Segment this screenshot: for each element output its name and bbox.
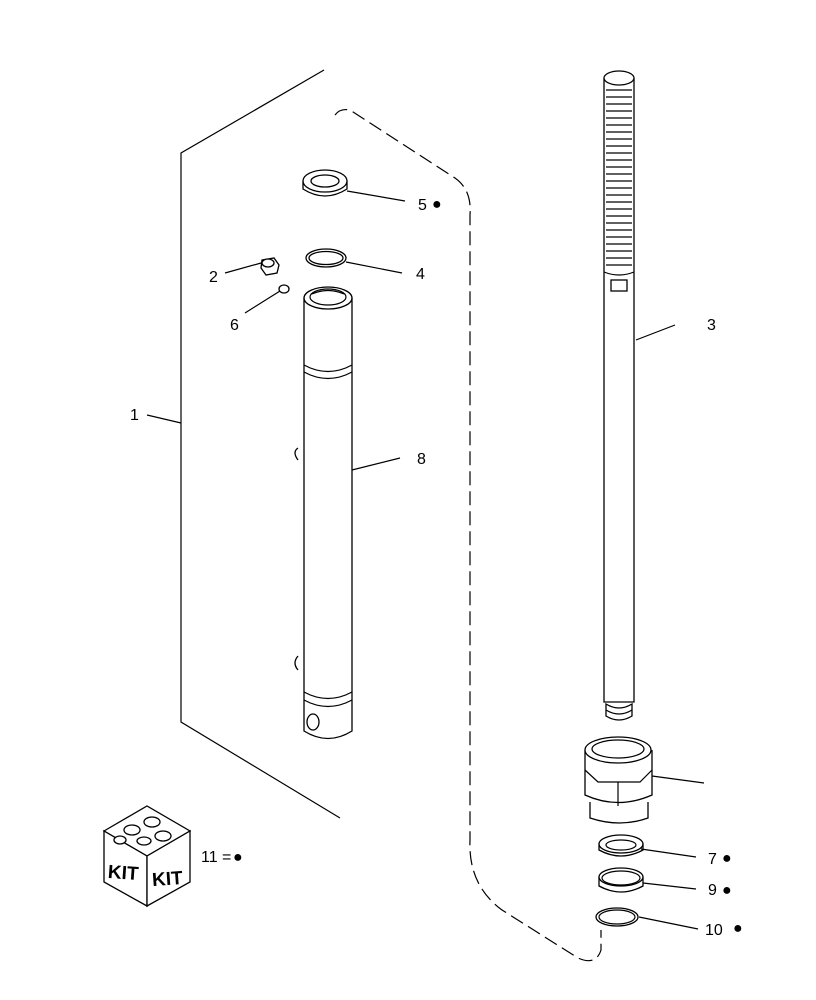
callout-5: 5 bbox=[418, 197, 427, 214]
callout-3: 3 bbox=[707, 317, 716, 334]
snap-ring bbox=[595, 907, 639, 927]
kit-marker: ● bbox=[432, 196, 442, 213]
ring-9 bbox=[598, 867, 644, 893]
o-ring bbox=[305, 248, 347, 268]
cylinder-barrel bbox=[294, 286, 353, 740]
seal-kit-boundary bbox=[334, 108, 602, 962]
callout-6: 6 bbox=[230, 317, 239, 334]
kit-box-icon: KIT KIT bbox=[102, 805, 192, 908]
callout-7: 7 bbox=[708, 851, 717, 868]
kit-label-left: KIT bbox=[107, 862, 139, 885]
fitting bbox=[260, 257, 280, 276]
callout-8: 8 bbox=[417, 451, 426, 468]
kit-marker: ● bbox=[733, 920, 743, 937]
gland-nut bbox=[584, 736, 653, 824]
wiper-seal bbox=[302, 169, 348, 197]
callout-9: 9 bbox=[708, 882, 717, 899]
small-o-ring bbox=[278, 284, 290, 294]
kit-label-right: KIT bbox=[151, 868, 183, 891]
assembly-bracket bbox=[180, 69, 341, 819]
callout-10: 10 bbox=[705, 922, 723, 939]
kit-marker: ● bbox=[722, 882, 732, 899]
callout-11: 11 = bbox=[201, 849, 231, 866]
callout-1: 1 bbox=[130, 407, 139, 424]
leader-lines bbox=[146, 190, 705, 930]
piston-rod bbox=[603, 70, 635, 721]
kit-marker: ● bbox=[233, 849, 243, 866]
seal-7 bbox=[598, 834, 644, 857]
kit-marker: ● bbox=[722, 850, 732, 867]
callout-4: 4 bbox=[416, 266, 425, 283]
callout-2: 2 bbox=[209, 269, 218, 286]
